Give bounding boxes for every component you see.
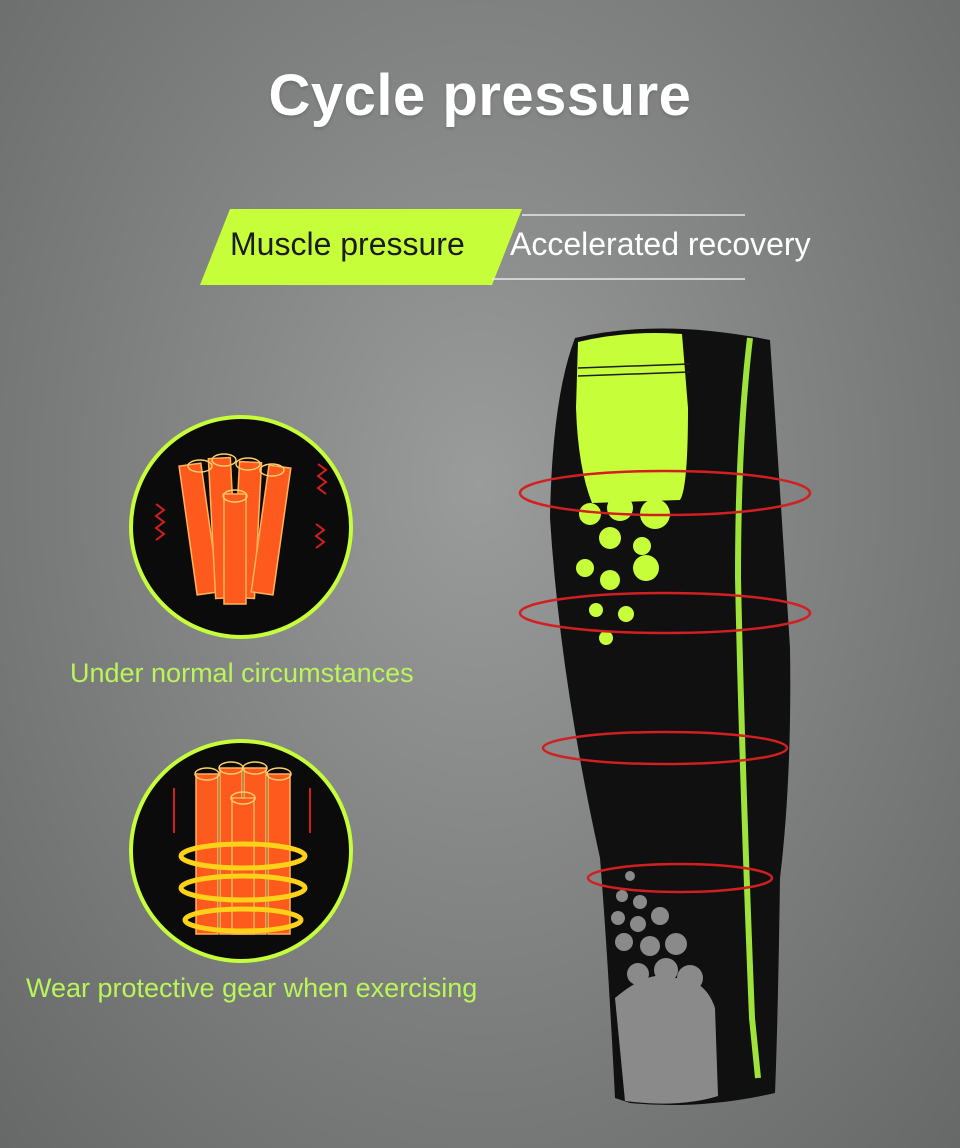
sleeve-green-panel [576,333,688,503]
sleeve-body [550,328,791,1106]
sleeve-grey-heel [615,975,718,1104]
sleeve-green-dots [576,495,670,645]
pressure-rings [518,469,812,894]
sleeve-grey-dots [611,871,703,991]
sleeve-stitch-top-1 [577,363,691,369]
pressure-ring-1 [518,469,812,517]
sleeve-stitch-top-2 [577,371,691,377]
pressure-ring-3 [541,730,789,766]
banner-highlight-shape [200,209,522,285]
caption-exercising: Wear protective gear when exercising [26,973,478,1003]
page-title: Cycle pressure [268,63,692,128]
pressure-ring-2 [518,591,812,635]
compression-sleeve-image [518,328,812,1106]
compressed-muscle-fibers-icon [129,739,353,963]
loose-muscle-fibers-icon [129,415,353,639]
pressure-ring-4 [586,862,774,894]
banner-tag [200,209,745,285]
caption-normal: Under normal circumstances [70,658,414,688]
sleeve-green-seam [734,337,761,1079]
banner-secondary-label: Accelerated recovery [510,226,811,262]
banner-highlight-label: Muscle pressure [230,226,465,262]
